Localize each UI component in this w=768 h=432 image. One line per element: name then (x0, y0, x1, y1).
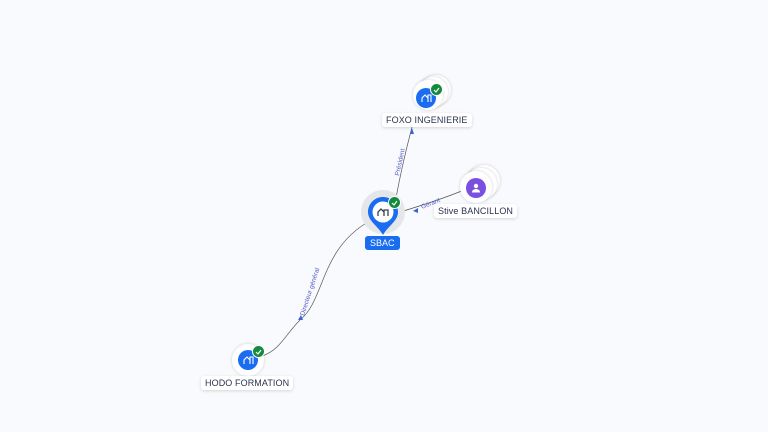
node-label: FOXO INGENIERIE (382, 113, 472, 127)
center-node-label: SBAC (365, 236, 400, 250)
edge-directeur (261, 221, 369, 357)
node-foxo-ingenierie[interactable]: FOXO INGENIERIE (380, 70, 480, 130)
edge-label-president: Président (394, 148, 407, 177)
person-icon (466, 178, 486, 198)
verified-check-icon (430, 83, 443, 96)
node-stive-bancillon[interactable]: Stive BANCILLON (430, 163, 530, 223)
edge-gerant (399, 189, 465, 213)
node-label: HODO FORMATION (201, 376, 294, 390)
node-hodo-formation[interactable]: HODO FORMATION (200, 340, 300, 395)
verified-check-icon (252, 345, 265, 358)
verified-check-icon (388, 196, 401, 209)
node-sbac-center[interactable]: SBAC (355, 188, 415, 253)
node-label: Stive BANCILLON (434, 204, 518, 218)
